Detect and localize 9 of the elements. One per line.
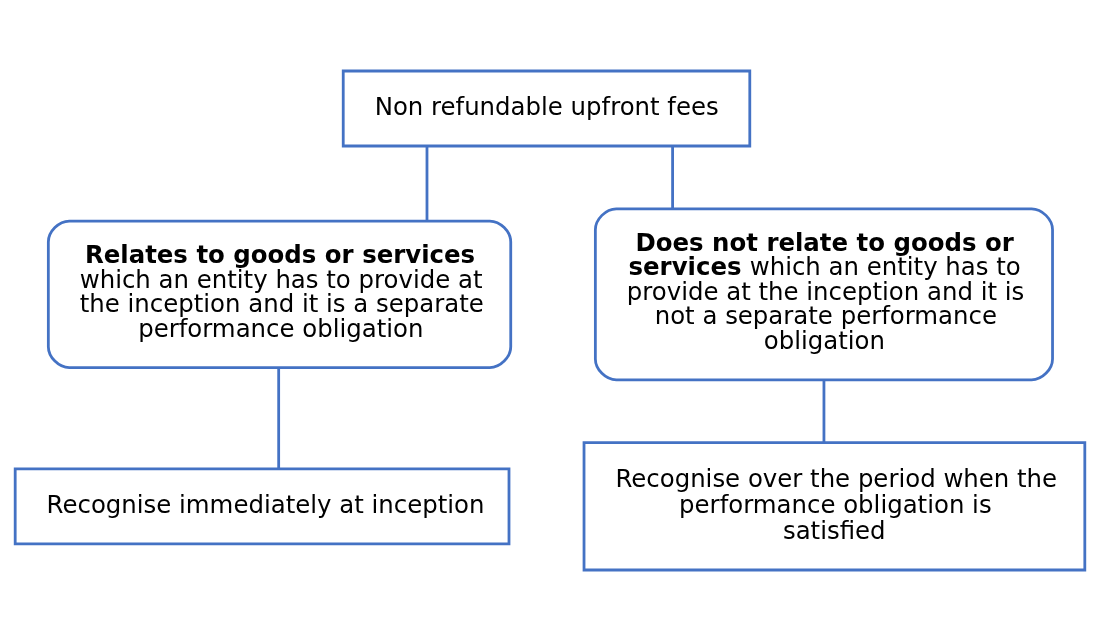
connector [277,367,281,469]
connector [671,145,674,208]
connector [425,145,429,221]
node-box: Relates to goods or services which an entity has to provide at the inception and it is a separate performance obligation [46,219,513,369]
node-box: Does not relate to goods or services which an entity has to provide at the inception and it is not a separate performance obligation [593,206,1054,381]
node-box: Non refundable upfront fees [341,69,752,147]
node-box: Recognise over the period when the performance obligation is satisfied [582,440,1087,571]
connector [822,379,826,443]
node-box: Recognise immediately at inception [13,466,511,545]
